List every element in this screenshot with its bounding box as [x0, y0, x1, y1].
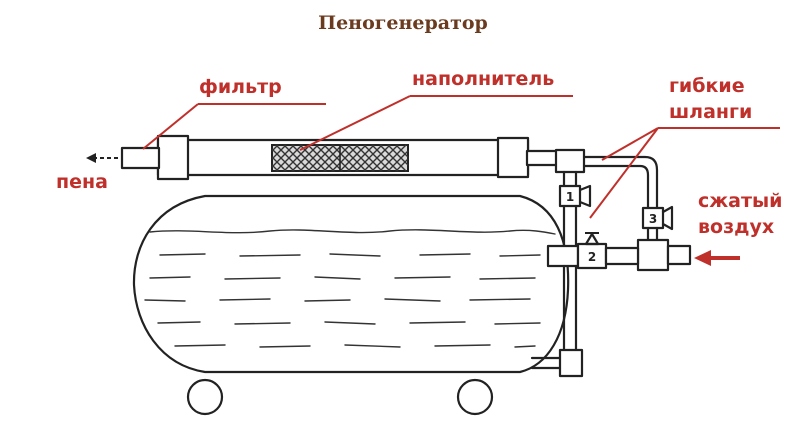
label-air-line1: сжатый — [698, 190, 783, 212]
top-tee-fitting — [554, 148, 586, 174]
bottom-elbow — [558, 348, 584, 378]
compressed-air-arrow — [694, 250, 740, 266]
label-filter: фильтр — [199, 76, 282, 98]
end-cap-left — [156, 134, 190, 181]
valve-2-number: 2 — [588, 250, 596, 264]
wheel-right — [456, 378, 494, 416]
label-filler: наполнитель — [412, 68, 554, 90]
foam-tube — [86, 134, 559, 181]
callout-leaders — [142, 95, 780, 219]
valve-3-number: 3 — [649, 212, 657, 226]
label-foam: пена — [56, 171, 108, 193]
lower-right-tee — [636, 238, 670, 272]
filler-mesh — [271, 144, 409, 172]
tank — [132, 194, 570, 374]
valve-3 — [641, 206, 665, 230]
tank-wheels — [186, 378, 494, 416]
air-inlet-pipe — [666, 244, 692, 266]
label-air-line2: воздух — [698, 216, 774, 238]
valve-2-to-tee-pipe — [604, 246, 640, 266]
label-hoses-line2: шланги — [669, 101, 752, 123]
plumbing: 3 1 2 — [530, 148, 692, 378]
valve-1-number: 1 — [566, 190, 574, 204]
label-hoses-line1: гибкие — [669, 75, 745, 97]
tube-right-connector — [525, 149, 559, 167]
valve-2-body — [546, 244, 580, 268]
foam-outlet-nozzle — [120, 146, 161, 170]
wheel-left — [186, 378, 224, 416]
diagram-title: Пеногенератор — [318, 12, 488, 34]
foam-direction-arrow — [86, 153, 120, 163]
end-cap-right — [496, 136, 530, 179]
valve-1 — [558, 184, 582, 208]
